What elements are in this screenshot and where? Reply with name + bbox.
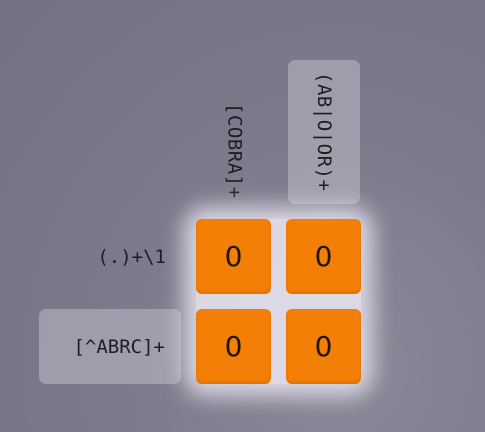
row-clue-1-text: (.)+\1 bbox=[97, 246, 166, 268]
grid-cell-r1c1[interactable]: 0 bbox=[196, 219, 271, 294]
row-clue-1: (.)+\1 bbox=[40, 220, 182, 294]
column-clue-1: [COBRA]+ bbox=[197, 98, 272, 203]
grid-cell-r2c1[interactable]: 0 bbox=[196, 309, 271, 384]
grid-cell-r2c1-value: 0 bbox=[224, 330, 243, 363]
row-clue-2-text: [^ABRC]+ bbox=[73, 335, 165, 358]
grid-cell-r1c2[interactable]: 0 bbox=[286, 219, 361, 294]
column-clue-2: (AB|O|OR)+ bbox=[288, 60, 360, 204]
column-clue-1-text: [COBRA]+ bbox=[223, 102, 246, 199]
column-clue-2-text: (AB|O|OR)+ bbox=[313, 72, 335, 192]
row-clue-2: [^ABRC]+ bbox=[39, 309, 181, 384]
grid-cell-r2c2[interactable]: 0 bbox=[286, 309, 361, 384]
grid-cell-r1c1-value: 0 bbox=[224, 240, 243, 273]
grid-cell-r2c2-value: 0 bbox=[314, 330, 333, 363]
grid-cell-r1c2-value: 0 bbox=[314, 240, 333, 273]
